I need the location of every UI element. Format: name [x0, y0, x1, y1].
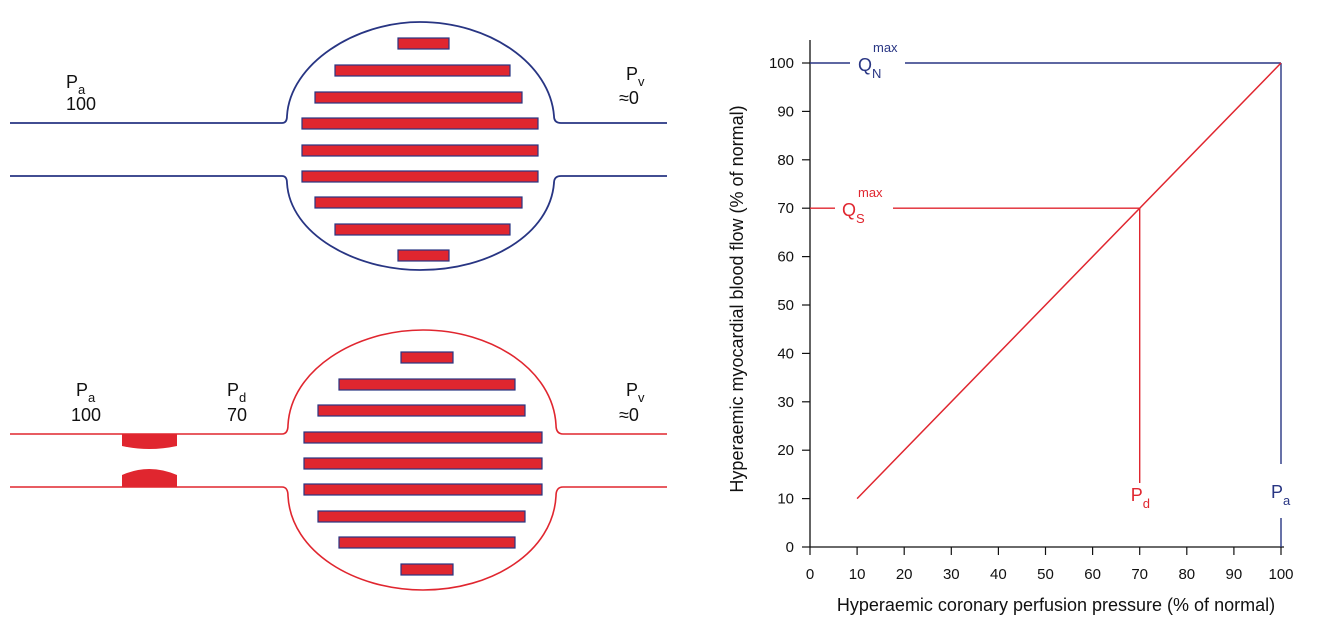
- top-pa-label: Pa: [66, 72, 86, 97]
- y-tick-label: 50: [777, 297, 794, 314]
- microvessel-bar: [301, 144, 539, 157]
- microvessel-bar: [303, 431, 543, 444]
- chart-annotations: [810, 62, 1282, 547]
- top-pv-value: ≈0: [619, 88, 639, 108]
- stenosed-vessel-upper-wall: [10, 329, 667, 435]
- x-tick-label: 80: [1178, 566, 1195, 583]
- qs-max-label: QS: [842, 200, 865, 226]
- y-tick-label: 0: [786, 539, 794, 556]
- y-tick-label: 80: [777, 152, 794, 169]
- pa-axis-label: Pa: [1271, 482, 1291, 508]
- bottom-pv-label: Pv: [626, 380, 645, 405]
- bottom-pa-value: 100: [71, 405, 101, 425]
- microvessel-bar: [317, 404, 526, 417]
- chart-series: [856, 62, 1282, 500]
- bottom-pv-value: ≈0: [619, 405, 639, 425]
- stenosis-plaque-lower: [122, 469, 177, 487]
- top-pv-label: Pv: [626, 64, 645, 89]
- x-tick-label: 20: [896, 566, 913, 583]
- y-tick-label: 100: [769, 55, 794, 72]
- microvessel-bar: [338, 536, 516, 549]
- microvessel-bar: [334, 223, 511, 236]
- normal-microvascular-bars: [301, 37, 539, 262]
- x-tick-label: 90: [1226, 566, 1243, 583]
- microvessel-bar: [397, 37, 450, 50]
- stenosed-microvascular-bars: [303, 351, 543, 576]
- y-tick-label: 70: [777, 200, 794, 217]
- pd-axis-label: Pd: [1131, 485, 1150, 511]
- microvessel-bar: [400, 351, 454, 364]
- microvessel-bar: [397, 249, 450, 262]
- y-tick-label: 90: [777, 103, 794, 120]
- x-tick-label: 70: [1131, 566, 1148, 583]
- normal-vessel-upper-wall: [10, 21, 667, 124]
- x-axis-title: Hyperaemic coronary perfusion pressure (…: [837, 595, 1275, 615]
- microvessel-bar: [334, 64, 511, 77]
- microvessel-bar: [303, 457, 543, 470]
- normal-vessel-lower-wall: [10, 175, 667, 271]
- pressure-flow-line: [856, 62, 1282, 500]
- x-tick-label: 0: [806, 566, 814, 583]
- x-tick-label: 50: [1037, 566, 1054, 583]
- y-tick-label: 20: [777, 442, 794, 459]
- x-tick-label: 60: [1084, 566, 1101, 583]
- stenosed-vessel-lower-wall: [10, 486, 667, 591]
- top-pa-value: 100: [66, 94, 96, 114]
- microvessel-bar: [317, 510, 526, 523]
- stenosed-vessel-diagram: Pa 100 Pd 70 Pv ≈0: [10, 329, 667, 591]
- chart-axes: 0 10 20 30 40 50 60 70 80 90 100 0 10 20 30 40 50 60 70 80 9…: [769, 40, 1294, 583]
- microvessel-bar: [314, 196, 523, 209]
- x-tick-label: 10: [849, 566, 866, 583]
- y-tick-label: 10: [777, 491, 794, 508]
- stenosis-plaque-upper: [122, 434, 177, 449]
- bottom-pd-label: Pd: [227, 380, 246, 405]
- microvessel-bar: [301, 117, 539, 130]
- microvessel-bar: [314, 91, 523, 104]
- qn-max-label: QN: [858, 55, 881, 81]
- x-tick-label: 100: [1268, 566, 1293, 583]
- microvessel-bar: [338, 378, 516, 391]
- microvessel-bar: [301, 170, 539, 183]
- qs-max-superscript: max: [858, 185, 883, 200]
- x-tick-label: 30: [943, 566, 960, 583]
- normal-vessel-diagram: Pa 100 Pv ≈0: [10, 21, 667, 271]
- y-tick-label: 60: [777, 249, 794, 266]
- y-axis-title: Hyperaemic myocardial blood flow (% of n…: [727, 105, 747, 492]
- bottom-pd-value: 70: [227, 405, 247, 425]
- y-tick-label: 40: [777, 345, 794, 362]
- microvessel-bar: [400, 563, 454, 576]
- y-tick-label: 30: [777, 394, 794, 411]
- bottom-pa-label: Pa: [76, 380, 96, 405]
- microvessel-bar: [303, 483, 543, 496]
- qn-max-superscript: max: [873, 40, 898, 55]
- x-tick-label: 40: [990, 566, 1007, 583]
- pressure-flow-chart: 0 10 20 30 40 50 60 70 80 90 100 0 10 20 30 40 50 60 70 80 9…: [727, 40, 1294, 615]
